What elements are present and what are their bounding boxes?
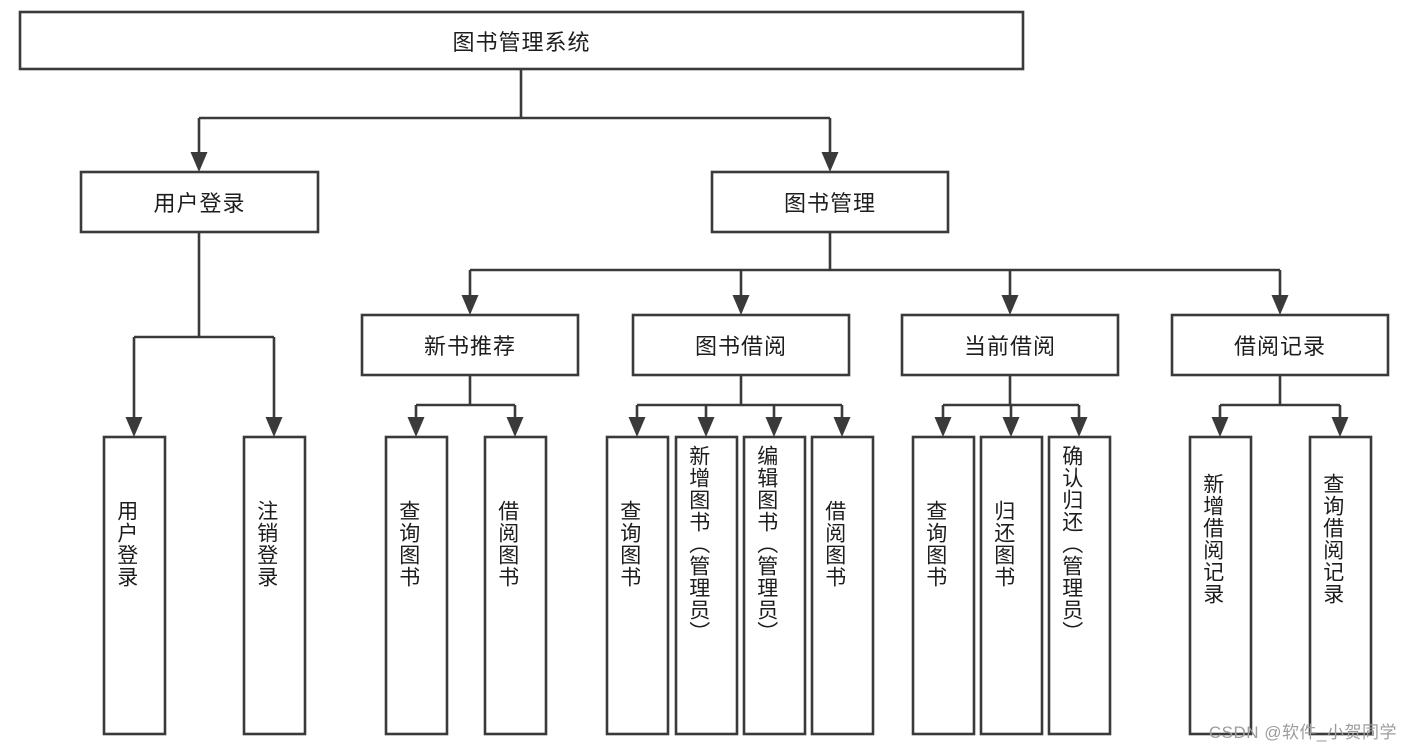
- node-box-current-borrow[interactable]: [900, 313, 1120, 377]
- node-box-book-borrow[interactable]: [631, 313, 851, 377]
- arrow-head-user-login: [190, 152, 208, 172]
- node-box-leaf-user-login[interactable]: [102, 435, 167, 736]
- arrow-head-leaf-borrow-book: [833, 417, 851, 437]
- arrow-head-leaf-return-book: [1002, 417, 1020, 437]
- arrow-head-leaf-borrow-book-rec: [506, 417, 524, 437]
- arrow-head-leaf-logout: [265, 417, 283, 437]
- arrow-head-leaf-confirm-return-admin: [1070, 417, 1088, 437]
- node-box-leaf-query-book-current[interactable]: [911, 435, 976, 736]
- arrow-head-leaf-query-book-rec: [407, 417, 425, 437]
- arrow-head-leaf-add-book-admin: [697, 417, 715, 437]
- arrow-head-borrow-record: [1271, 295, 1289, 315]
- node-box-leaf-query-book-borrow[interactable]: [605, 435, 670, 736]
- node-box-leaf-add-borrow-record[interactable]: [1188, 435, 1253, 736]
- arrow-head-leaf-edit-book-admin: [765, 417, 783, 437]
- node-box-user-login[interactable]: [79, 170, 320, 234]
- arrow-head-leaf-query-book-borrow: [628, 417, 646, 437]
- node-box-leaf-edit-book-admin[interactable]: [742, 435, 807, 736]
- arrow-head-new-book-recommend: [461, 295, 479, 315]
- node-box-leaf-logout[interactable]: [242, 435, 307, 736]
- arrow-head-current-borrow: [1001, 295, 1019, 315]
- node-box-leaf-borrow-book[interactable]: [810, 435, 875, 736]
- node-box-leaf-return-book[interactable]: [979, 435, 1044, 736]
- node-box-borrow-record[interactable]: [1170, 313, 1390, 377]
- arrow-head-leaf-query-book-current: [934, 417, 952, 437]
- node-box-leaf-borrow-book-rec[interactable]: [483, 435, 548, 736]
- node-box-new-book-recommend[interactable]: [360, 313, 580, 377]
- csdn-watermark: CSDN @软件_小贺同学: [1208, 723, 1397, 742]
- node-box-book-management[interactable]: [710, 170, 950, 234]
- arrow-head-leaf-query-borrow-record: [1331, 417, 1349, 437]
- arrow-head-leaf-user-login: [125, 417, 143, 437]
- node-box-leaf-add-book-admin[interactable]: [674, 435, 739, 736]
- node-box-leaf-confirm-return-admin[interactable]: [1047, 435, 1112, 736]
- arrow-head-book-borrow: [732, 295, 750, 315]
- node-box-leaf-query-book-rec[interactable]: [384, 435, 449, 736]
- node-box-root[interactable]: [18, 10, 1025, 71]
- arrow-head-book-management: [821, 152, 839, 172]
- node-box-leaf-query-borrow-record[interactable]: [1308, 435, 1373, 736]
- arrow-head-leaf-add-borrow-record: [1211, 417, 1229, 437]
